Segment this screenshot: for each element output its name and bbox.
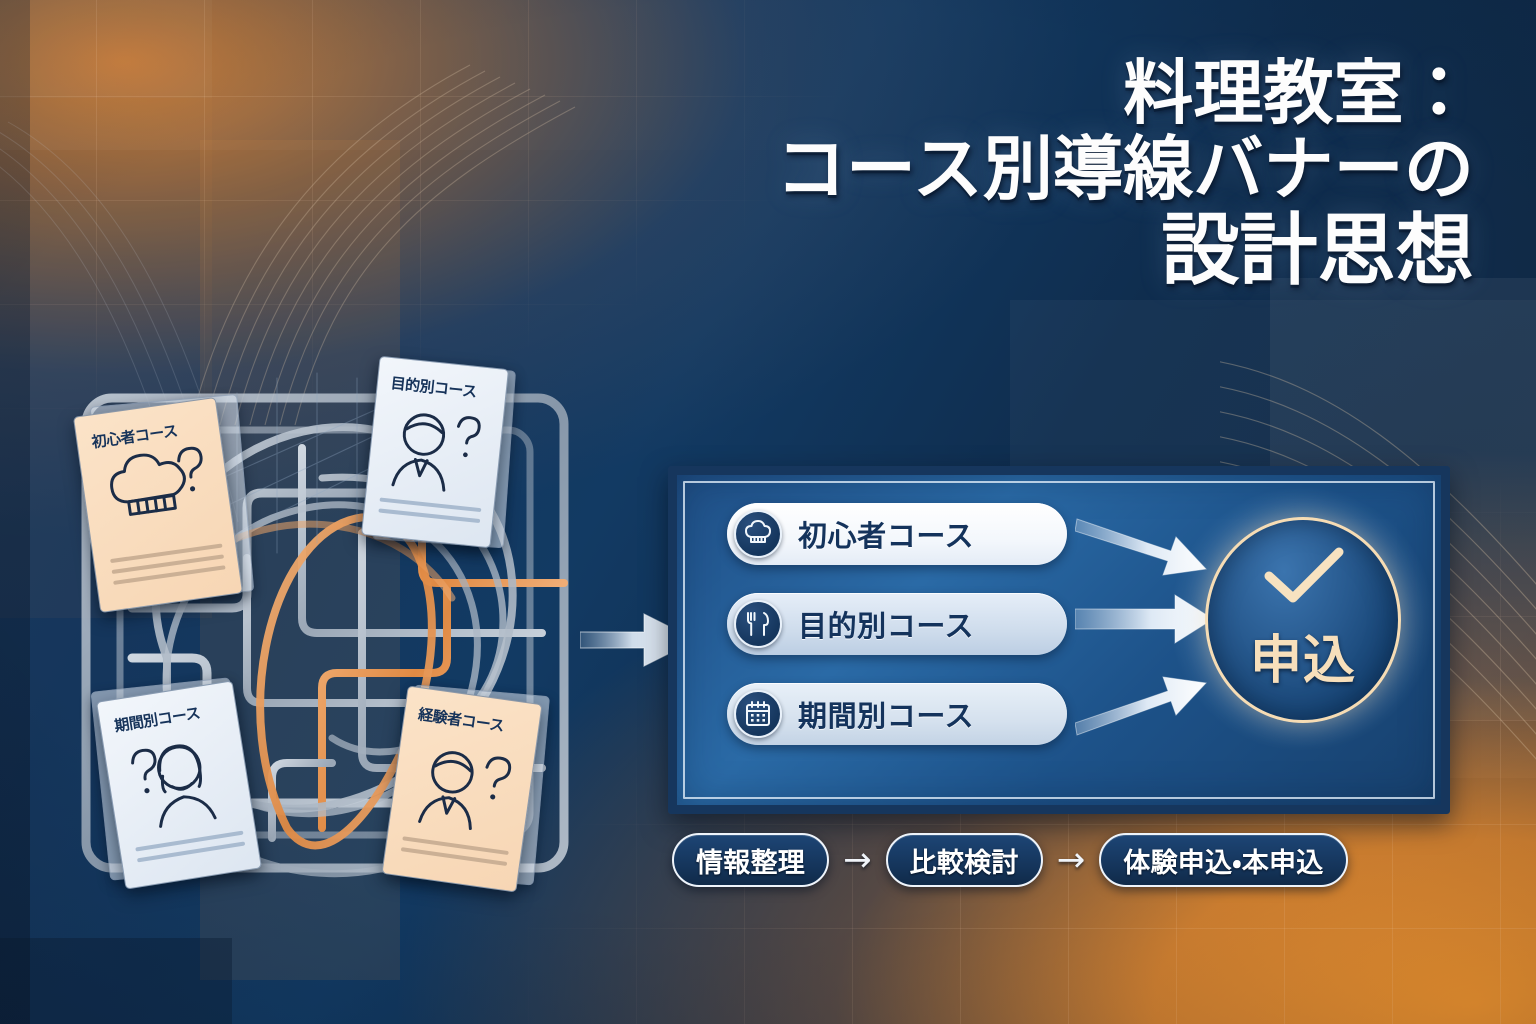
- check-mark-icon: [1264, 547, 1344, 603]
- person-question-icon: [418, 751, 512, 831]
- woman-question-icon: [131, 744, 217, 828]
- course-card-purpose: 目的別コース: [360, 355, 510, 549]
- title-line-1: 料理教室：: [1123, 56, 1474, 133]
- course-card-experienced: 経験者コース: [381, 685, 543, 893]
- course-card-duration: 期間別コース: [95, 680, 263, 890]
- course-pill-purpose[interactable]: 目的別コース: [727, 593, 1067, 655]
- background-left-shade: [0, 0, 30, 1024]
- course-card-beginner: 初心者コース: [72, 396, 244, 614]
- tangled-course-cards-illustration: 初心者コース 目的別コース: [72, 355, 592, 903]
- flow-step-1[interactable]: 情報整理: [672, 833, 830, 887]
- course-pill-label: 目的別コース: [798, 611, 975, 643]
- application-goal-badge[interactable]: 申込: [1169, 485, 1435, 753]
- goal-circle: 申込: [1205, 517, 1401, 723]
- title-line-3: 設計思想: [1161, 207, 1474, 295]
- course-pill-label: 期間別コース: [798, 701, 975, 733]
- goal-label: 申込: [1249, 632, 1357, 690]
- flow-step-2[interactable]: 比較検討: [885, 833, 1043, 887]
- flow-arrow-2-icon: →: [1056, 840, 1086, 880]
- chef-hat-question-icon: [110, 446, 203, 516]
- course-routing-panel: 初心者コース 目的別コース: [668, 466, 1450, 814]
- course-pill-label: 初心者コース: [798, 521, 975, 553]
- course-pill-beginner[interactable]: 初心者コース: [727, 503, 1067, 565]
- chef-hat-icon: [734, 510, 782, 558]
- title-line-2: コース別導線バナーの: [775, 132, 1474, 210]
- course-pill-duration[interactable]: 期間別コース: [727, 683, 1067, 745]
- flow-arrow-1-icon: →: [843, 840, 872, 880]
- flow-step-3[interactable]: 体験申込・本申込: [1099, 833, 1348, 887]
- background-top-strip: [0, 0, 1536, 150]
- background-dark-band-bottom-left: [0, 938, 232, 1024]
- conversion-flow: 情報整理 → 比較検討 → 体験申込・本申込: [672, 830, 1348, 890]
- banner-title: 料理教室： コース別導線バナーの 設計思想: [775, 56, 1474, 295]
- person-question-icon: [391, 413, 481, 492]
- calendar-icon: [734, 690, 782, 738]
- converging-arrows-icon: [1075, 518, 1214, 736]
- fork-knife-icon: [734, 600, 782, 648]
